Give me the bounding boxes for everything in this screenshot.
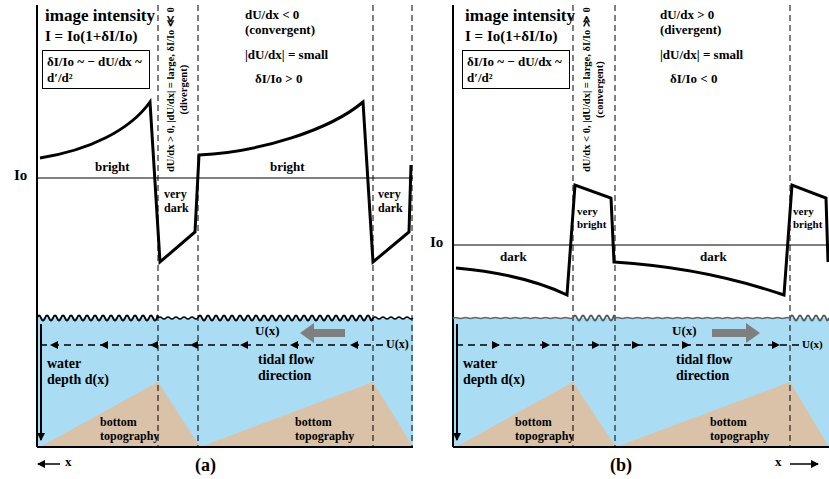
water [453, 318, 829, 447]
label: dU/dx < 0 (convergent) [245, 8, 337, 38]
label: image intensity [465, 6, 575, 26]
wave [573, 316, 615, 321]
label: bright [270, 160, 305, 175]
zone-lines [158, 5, 790, 447]
label: δI/Io < 0 [670, 72, 717, 87]
current-arrows [50, 341, 780, 349]
label: (b) [610, 455, 632, 476]
label: dU/dx > 0 (divergent) [660, 8, 752, 38]
flow-arrow [300, 323, 345, 343]
arrowhead [592, 341, 600, 349]
arrowhead [150, 341, 158, 349]
label: I = Io(1+δI/Io) [45, 28, 137, 45]
arrowhead [190, 341, 198, 349]
label: Io [14, 167, 27, 184]
label: image intensity [45, 6, 155, 26]
label: U(x) [672, 324, 697, 339]
label: x [775, 455, 782, 470]
formula-box: δI/Io ~ − dU/dx ~ d′/d² [462, 50, 570, 89]
water [37, 318, 413, 447]
label: (a) [195, 455, 216, 476]
label: δI/Io > 0 [255, 72, 302, 87]
label: tidal flow direction [676, 352, 761, 384]
arrowhead [290, 341, 298, 349]
label: |dU/dx| = small [660, 48, 770, 63]
label: tidal flow direction [258, 352, 343, 384]
arrowhead [772, 341, 780, 349]
label: water depth d(x) [463, 356, 533, 388]
label: very dark [164, 188, 198, 216]
label: Io [430, 234, 443, 251]
arrowhead [50, 341, 58, 349]
wave [373, 317, 413, 319]
topography [40, 382, 200, 447]
flow-arrow [712, 323, 760, 343]
arrowhead [632, 341, 640, 349]
formula-text: δI/Io ~ − dU/dx ~ d′/d² [467, 54, 563, 85]
label: very bright [577, 205, 610, 230]
wave [198, 316, 373, 321]
arrowhead [542, 341, 550, 349]
formula-box: δI/Io ~ − dU/dx ~ d′/d² [42, 50, 150, 89]
label: x [65, 455, 72, 470]
intensity-curve [456, 185, 828, 295]
arrowhead [492, 341, 500, 349]
label: U(x) [386, 338, 409, 352]
label: dark [500, 250, 527, 265]
label: very bright [793, 205, 826, 230]
label: I = Io(1+δI/Io) [465, 28, 557, 45]
label: |dU/dx| = small [245, 48, 355, 63]
label: dark [700, 250, 727, 265]
wave [158, 317, 198, 319]
arrowhead [240, 341, 248, 349]
label: U(x) [255, 324, 280, 339]
wave [453, 317, 573, 319]
wave [615, 317, 790, 319]
label: bottom topography [100, 416, 180, 444]
label: water depth d(x) [47, 356, 117, 388]
arrowhead [682, 341, 690, 349]
label: bottom topography [295, 416, 375, 444]
label: dU/dx > 0, |dU/dx| = large, δI/Io ≪ 0 (d… [165, 5, 190, 175]
label: bottom topography [515, 416, 595, 444]
label: dU/dx < 0, |dU/dx| = large, δI/Io ≫ 0 (c… [581, 5, 606, 175]
formula-text: δI/Io ~ − dU/dx ~ d′/d² [47, 54, 143, 85]
label: bottom topography [710, 416, 790, 444]
surface-waves [37, 316, 829, 321]
arrowhead [350, 341, 358, 349]
label: U(x) [802, 338, 823, 351]
label: very dark [378, 188, 412, 216]
label: bright [95, 160, 130, 175]
topography [200, 382, 413, 447]
wave [37, 316, 158, 321]
arrowhead [100, 341, 108, 349]
wave [790, 316, 829, 321]
topography [456, 382, 616, 447]
intensity-curve [40, 102, 411, 262]
topography [616, 382, 829, 447]
axes [37, 5, 829, 464]
